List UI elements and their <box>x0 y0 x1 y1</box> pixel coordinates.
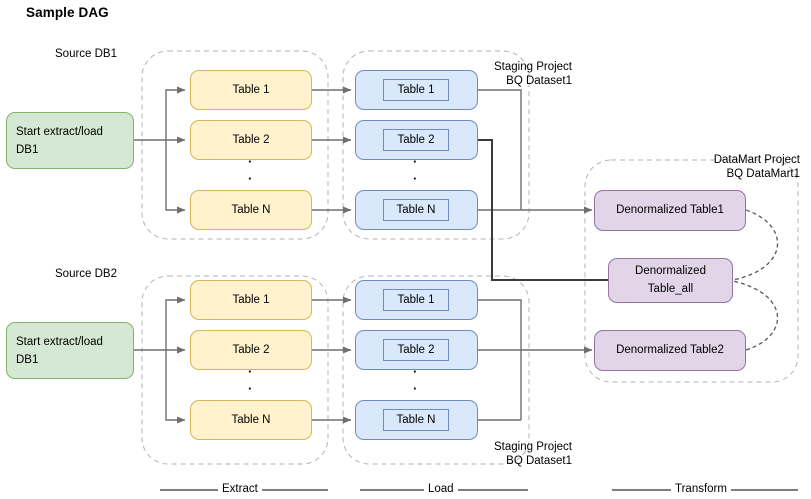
load-top-ellipsis-dot-1: · <box>413 154 418 169</box>
group-label-staging-bottom-line1: Staging Project <box>494 441 572 453</box>
denormalized-table2[interactable]: Denormalized Table2 <box>594 330 746 371</box>
load-bottom-ellipsis-dot-2: · <box>413 381 418 396</box>
load-bottom-table-2[interactable]: Table 2 <box>383 339 449 361</box>
phase-label-extract: Extract <box>218 483 262 495</box>
container-staging-top <box>342 50 530 240</box>
edges-load-to-denorm-all <box>478 139 638 284</box>
extract-top-table-2[interactable]: Table 2 <box>190 120 312 160</box>
load-top-table-n-outer[interactable] <box>355 190 478 230</box>
edges-extract-to-load-bottom <box>312 296 352 424</box>
denormalized-table-all[interactable]: Denormalized Table_all <box>608 258 733 303</box>
edges-extract-to-load-top <box>312 86 352 214</box>
phase-label-transform: Transform <box>671 483 731 495</box>
load-top-table-2[interactable]: Table 2 <box>383 129 449 151</box>
group-label-source-db1: Source DB1 <box>55 48 118 60</box>
extract-top-table-n[interactable]: Table N <box>190 190 312 230</box>
extract-bottom-ellipsis-dot-2: · <box>248 381 253 396</box>
group-label-staging-bottom-line2: BQ Dataset1 <box>506 455 572 467</box>
start-node-db1[interactable]: Start extract/load DB1 <box>6 112 134 169</box>
container-staging-bottom <box>342 275 530 465</box>
start-node-db1-line2: DB1 <box>16 144 39 156</box>
load-bottom-ellipsis-dot-1: · <box>413 364 418 379</box>
edges-load-bottom-to-denorm2 <box>478 299 593 421</box>
denormalized-table-all-line1: Denormalized <box>635 265 706 277</box>
start-node-db2-line2: DB1 <box>16 354 39 366</box>
group-label-staging-top-line1: Staging Project <box>494 61 572 73</box>
edges-load-top-to-denorm1 <box>478 89 593 214</box>
extract-top-table-1[interactable]: Table 1 <box>190 70 312 110</box>
extract-bottom-table-n[interactable]: Table N <box>190 400 312 440</box>
container-source-db1 <box>141 50 329 240</box>
start-node-db1-line1: Start extract/load <box>16 126 103 138</box>
page-title: Sample DAG <box>26 5 109 20</box>
load-top-table-1[interactable]: Table 1 <box>383 79 449 101</box>
load-top-table-2-outer[interactable] <box>355 120 478 160</box>
group-label-staging-top-line2: BQ Dataset1 <box>506 75 572 87</box>
group-label-datamart-line2: BQ DataMart1 <box>726 168 801 180</box>
start-node-db2-line1: Start extract/load <box>16 336 103 348</box>
extract-bottom-ellipsis-dot-1: · <box>248 364 253 379</box>
denormalized-table-all-line2: Table_all <box>647 283 694 295</box>
load-bottom-table-n[interactable]: Table N <box>383 409 449 431</box>
extract-bottom-table-2[interactable]: Table 2 <box>190 330 312 370</box>
container-outlines <box>141 50 799 465</box>
extract-top-ellipsis-dot-2: · <box>248 171 253 186</box>
group-label-source-db2: Source DB2 <box>55 268 118 280</box>
load-top-table-n[interactable]: Table N <box>383 199 449 221</box>
extract-top-ellipsis-dot-1: · <box>248 154 253 169</box>
edges-extract-bottom <box>134 296 186 424</box>
group-label-datamart-line1: DataMart Project <box>713 154 800 166</box>
extract-bottom-table-1[interactable]: Table 1 <box>190 280 312 320</box>
container-source-db2 <box>141 275 329 465</box>
load-top-ellipsis-dot-2: · <box>413 171 418 186</box>
edges-denorm-merge-curves <box>732 209 779 351</box>
edges-extract-top <box>134 86 186 214</box>
phase-label-load: Load <box>424 483 458 495</box>
start-node-db2[interactable]: Start extract/load DB1 <box>6 322 134 379</box>
load-bottom-table-1[interactable]: Table 1 <box>383 289 449 311</box>
denormalized-table1[interactable]: Denormalized Table1 <box>594 190 746 231</box>
